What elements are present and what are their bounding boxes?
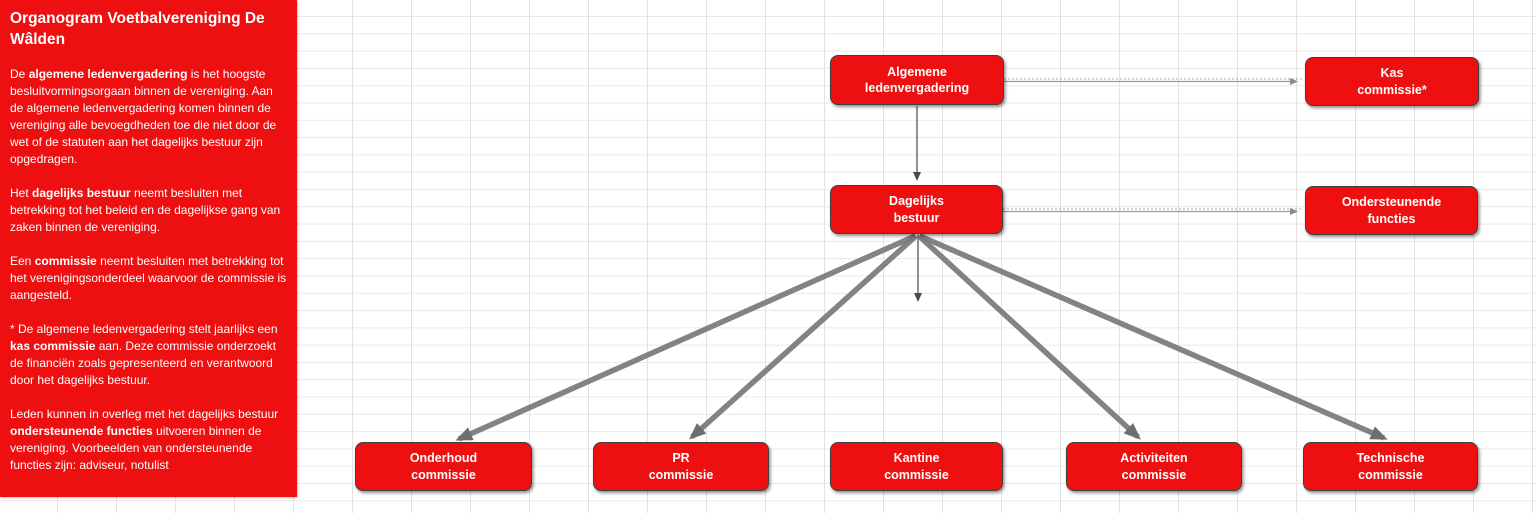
node-label: Technische commissie	[1356, 451, 1425, 482]
edge-dagelijks-onderhoud	[455, 233, 917, 442]
node-dagelijks-bestuur[interactable]: Dagelijks bestuur	[830, 185, 1003, 234]
edge-algemene-kas	[1004, 78, 1303, 85]
node-label: Ondersteunende functies	[1341, 195, 1442, 226]
edge-dagelijks-activiteiten	[917, 233, 1141, 440]
node-pr-commissie[interactable]: PR commissie	[593, 442, 769, 491]
node-kantine-commissie[interactable]: Kantine commissie	[830, 442, 1003, 491]
node-technische-commissie[interactable]: Technische commissie	[1303, 442, 1478, 491]
panel-paragraph-algemene-ledenvergadering: De algemene ledenvergadering is het hoog…	[10, 67, 277, 166]
node-label: Onderhoud commissie	[409, 451, 478, 482]
edge-dagelijks-technische	[918, 233, 1388, 441]
node-onderhoud-commissie[interactable]: Onderhoud commissie	[355, 442, 532, 491]
panel-title: Organogram Voetbalvereniging De Wâlden	[10, 10, 265, 48]
node-label: Kas commissie*	[1357, 66, 1427, 97]
node-algemene-ledenvergadering[interactable]: Algemene ledenvergadering	[830, 55, 1004, 105]
edge-dagelijks-ondersteunende	[1003, 208, 1303, 215]
panel-paragraph-kas-commissie: * De algemene ledenvergadering stelt jaa…	[10, 322, 278, 387]
panel-paragraph-commissie: Een commissie neemt besluiten met betrek…	[10, 254, 287, 302]
panel-paragraph-ondersteunende-functies: Leden kunnen in overleg met het dagelijk…	[10, 407, 279, 472]
info-panel[interactable]: Organogram Voetbalvereniging De Wâlden D…	[0, 0, 297, 497]
node-label: Dagelijks bestuur	[889, 194, 944, 225]
node-ondersteunende-functies[interactable]: Ondersteunende functies	[1305, 186, 1478, 235]
node-label: PR commissie	[648, 451, 714, 482]
node-label: Kantine commissie	[884, 451, 949, 482]
panel-paragraph-dagelijks-bestuur: Het dagelijks bestuur neemt besluiten me…	[10, 186, 281, 234]
edge-dagelijks-pr	[689, 233, 918, 440]
node-activiteiten-commissie[interactable]: Activiteiten commissie	[1066, 442, 1242, 491]
node-kas-commissie[interactable]: Kas commissie*	[1305, 57, 1479, 106]
node-label: Algemene ledenvergadering	[864, 64, 970, 96]
node-label: Activiteiten commissie	[1120, 451, 1188, 482]
